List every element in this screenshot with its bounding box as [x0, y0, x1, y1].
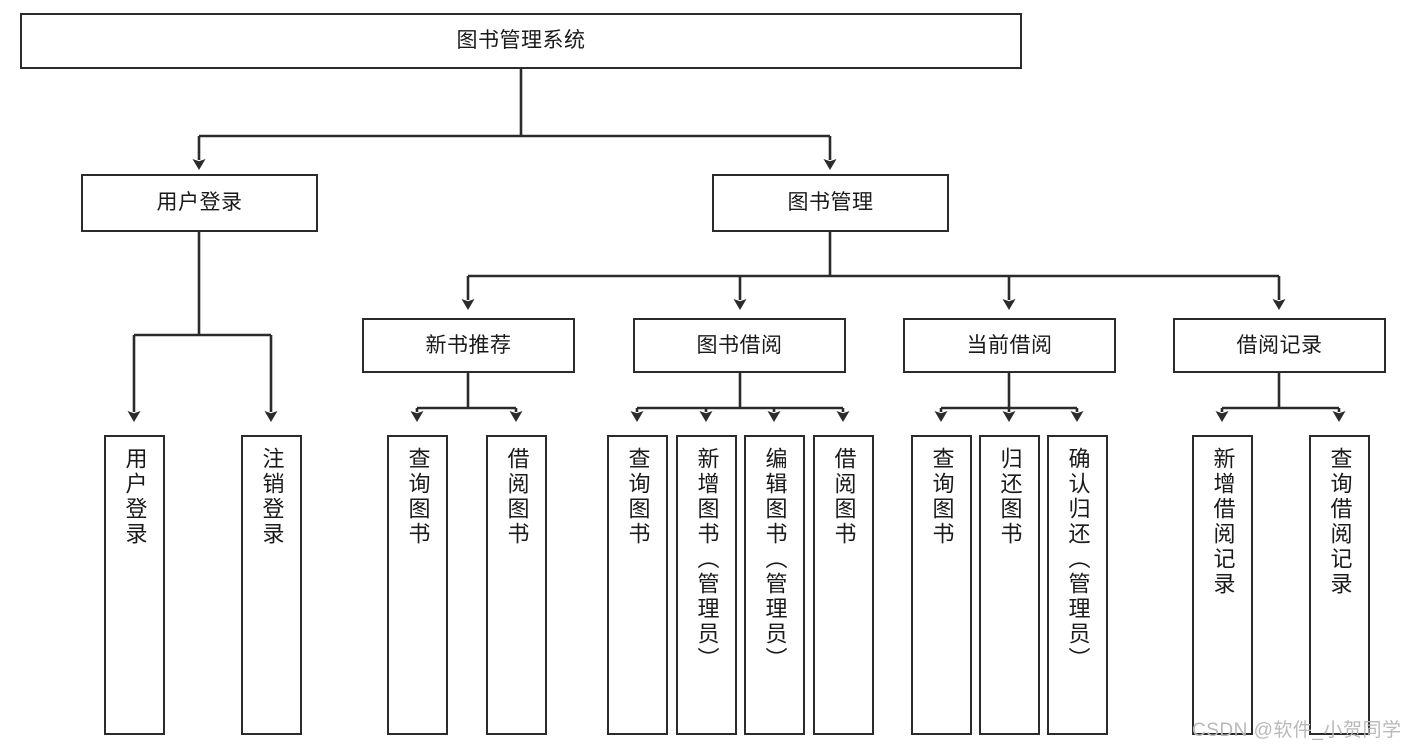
node-label: 注销登录 [259, 447, 285, 547]
leaf-records-add-record[interactable]: 新增借阅记录 [1192, 435, 1253, 735]
node-label: 借阅图书 [831, 447, 857, 547]
node-label: 查询图书 [625, 447, 651, 547]
leaf-borrow-query-book[interactable]: 查询图书 [607, 435, 668, 735]
leaf-new-book-borrow[interactable]: 借阅图书 [486, 435, 547, 735]
node-new-book-recommend[interactable]: 新书推荐 [362, 318, 575, 373]
node-label: 用户登录 [122, 447, 148, 547]
node-label: 查询图书 [929, 447, 955, 547]
node-book-borrow[interactable]: 图书借阅 [633, 318, 846, 373]
node-label: 图书管理 [787, 191, 874, 215]
node-label: 用户登录 [156, 191, 243, 215]
node-label: 归还图书 [997, 447, 1023, 547]
leaf-records-query-record[interactable]: 查询借阅记录 [1309, 435, 1370, 735]
node-root-system[interactable]: 图书管理系统 [20, 13, 1022, 69]
leaf-user-login-login[interactable]: 用户登录 [104, 435, 165, 735]
csdn-watermark: CSDN @软件_小贺同学 [1192, 720, 1402, 741]
node-user-login[interactable]: 用户登录 [81, 174, 318, 232]
leaf-current-confirm-return-admin[interactable]: 确认归还（管理员） [1047, 435, 1108, 735]
leaf-borrow-edit-book-admin[interactable]: 编辑图书（管理员） [744, 435, 805, 735]
leaf-borrow-borrow-book[interactable]: 借阅图书 [813, 435, 874, 735]
node-label: 借阅图书 [504, 447, 530, 547]
leaf-new-book-query[interactable]: 查询图书 [387, 435, 448, 735]
node-label: 确认归还（管理员） [1065, 447, 1091, 672]
node-book-management[interactable]: 图书管理 [712, 174, 949, 232]
node-label: 查询图书 [405, 447, 431, 547]
leaf-user-login-logout[interactable]: 注销登录 [241, 435, 302, 735]
node-label: 图书借阅 [696, 333, 783, 357]
node-label: 编辑图书（管理员） [762, 447, 788, 672]
leaf-borrow-add-book-admin[interactable]: 新增图书（管理员） [676, 435, 737, 735]
node-label: 新增借阅记录 [1210, 447, 1236, 597]
node-label: 查询借阅记录 [1327, 447, 1353, 597]
node-label: 图书管理系统 [456, 29, 586, 53]
node-current-borrow[interactable]: 当前借阅 [903, 318, 1116, 373]
node-label: 新书推荐 [425, 333, 512, 357]
leaf-current-query-book[interactable]: 查询图书 [911, 435, 972, 735]
node-label: 借阅记录 [1236, 333, 1323, 357]
node-borrow-records[interactable]: 借阅记录 [1173, 318, 1386, 373]
leaf-current-return-book[interactable]: 归还图书 [979, 435, 1040, 735]
node-label: 新增图书（管理员） [694, 447, 720, 672]
node-label: 当前借阅 [966, 333, 1053, 357]
